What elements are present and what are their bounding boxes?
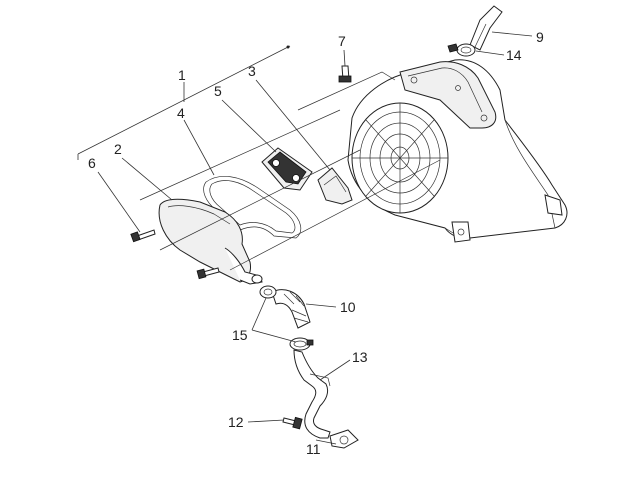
group-bracket-part-1 — [77, 45, 291, 160]
callout-6: 6 — [88, 155, 96, 171]
screw-part-6 — [130, 229, 156, 243]
leader-lines — [97, 31, 533, 445]
callout-3: 3 — [248, 63, 256, 79]
callout-9: 9 — [536, 29, 544, 45]
callout-15: 15 — [232, 327, 248, 343]
cover-plate-part-3 — [317, 167, 353, 205]
hose-part-9 — [469, 5, 503, 51]
clamp-part-15-upper — [259, 285, 277, 299]
callout-2: 2 — [114, 141, 122, 157]
callout-14: 14 — [506, 47, 522, 63]
clamp-part-15-lower — [289, 337, 314, 351]
callout-1: 1 — [178, 67, 186, 83]
flange-gasket-part-11 — [329, 429, 359, 449]
callout-13: 13 — [352, 349, 368, 365]
screw-part-12 — [282, 416, 303, 430]
clamp-part-14 — [447, 43, 476, 57]
callout-10: 10 — [340, 299, 356, 315]
screw-lower-left — [196, 267, 220, 280]
callout-4: 4 — [177, 105, 185, 121]
callout-11: 11 — [306, 441, 321, 457]
gasket-part-4 — [203, 175, 302, 239]
callout-12: 12 — [228, 414, 244, 430]
engine-cover — [347, 59, 568, 243]
callout-7: 7 — [338, 33, 346, 49]
screw-part-7 — [338, 65, 352, 83]
callout-labels: 1 2 3 4 5 6 7 9 10 11 12 13 14 15 — [88, 29, 544, 457]
callout-5: 5 — [214, 83, 222, 99]
elbow-hose-part-10 — [271, 289, 311, 329]
filter-plate-part-5 — [261, 147, 313, 191]
